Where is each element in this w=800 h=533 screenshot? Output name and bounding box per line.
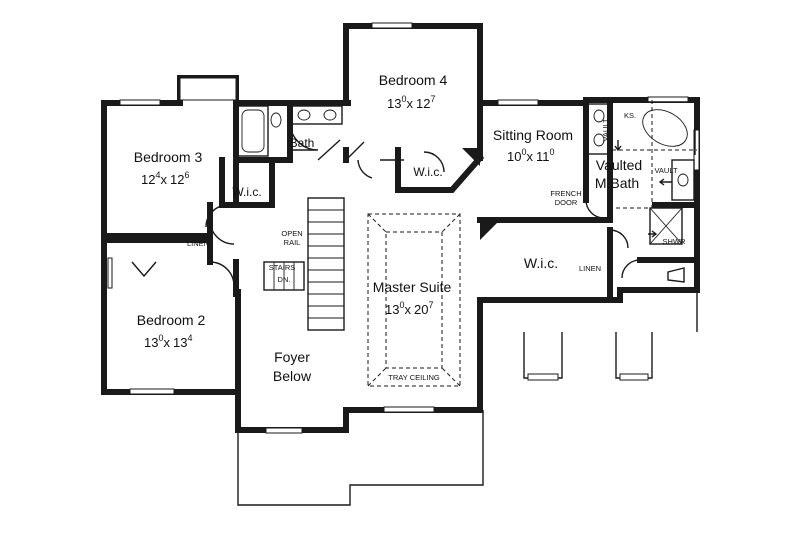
stairs-dn-label: DN. — [278, 275, 291, 284]
bath-label: Bath — [290, 136, 315, 150]
chimney — [179, 77, 237, 101]
open-rail-line2: RAIL — [284, 238, 301, 247]
front-bays — [523, 290, 698, 381]
wall-corner-mark — [462, 148, 480, 166]
wic-label-bedroom3: W.i.c. — [232, 185, 261, 199]
stairs — [263, 197, 345, 331]
mbath-line2: M.Bath — [595, 175, 639, 191]
french-door-line1: FRENCH — [550, 189, 581, 198]
wall-corner-mark — [480, 220, 500, 240]
vault-arrows — [614, 140, 672, 238]
vault-lines — [611, 100, 697, 209]
bedroom2-name: Bedroom 2 — [137, 312, 206, 328]
foyer-line2: Below — [273, 368, 312, 384]
sitting-room-name: Sitting Room — [493, 127, 573, 143]
bedroom3-name: Bedroom 3 — [134, 149, 203, 165]
linen-label-hall: LINEN — [187, 239, 209, 248]
fixtures — [237, 101, 696, 283]
wic-label-bedroom4: W.i.c. — [413, 165, 442, 179]
tray-ceiling — [367, 213, 461, 387]
ks-label: KS. — [624, 111, 636, 120]
tray-ceiling-label: TRAY CEILING — [388, 373, 440, 382]
vault-label-2: VAULT — [654, 166, 677, 175]
open-rail-line1: OPEN — [281, 229, 302, 238]
bedroom4-name: Bedroom 4 — [379, 72, 448, 88]
stairs-label: STAIRS — [269, 263, 296, 272]
foyer-line1: Foyer — [274, 349, 310, 365]
shower-label: SHWR — [663, 237, 686, 246]
wic-label-master: W.i.c. — [524, 255, 558, 271]
mbath-line1: Vaulted — [596, 157, 642, 173]
vault-label-1: VAULT — [601, 118, 610, 141]
linen-label-master: LINEN — [579, 264, 601, 273]
french-door-line2: DOOR — [555, 198, 578, 207]
porch-outline — [237, 410, 484, 506]
master-suite-name: Master Suite — [373, 279, 452, 295]
doors — [131, 121, 641, 287]
